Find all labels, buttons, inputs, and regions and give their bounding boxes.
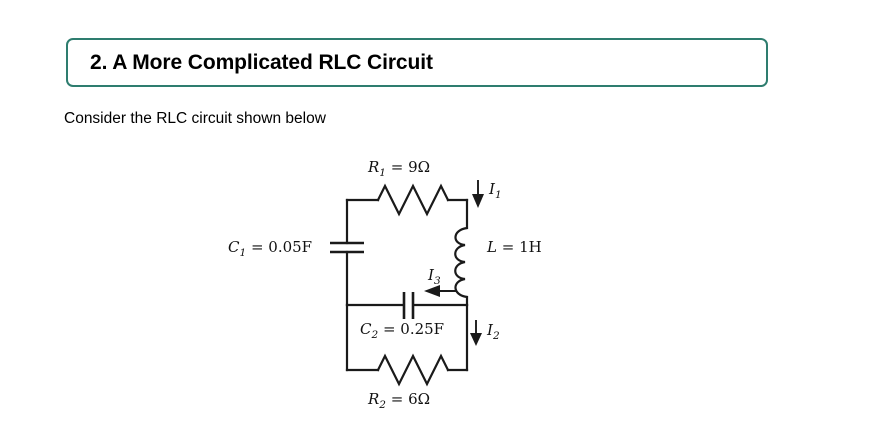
label-i1: I1 [488,180,502,201]
label-i3: I3 [427,266,441,287]
resistor-r2-symbol [376,353,450,387]
resistor-r1-symbol [376,183,450,217]
intro-paragraph: Consider the RLC circuit shown below [64,110,326,127]
label-r2: R2 = 6Ω [367,390,430,411]
section-title-box: 2. A More Complicated RLC Circuit [66,38,768,87]
inductor-l-symbol [454,226,469,299]
current-arrow-i2 [470,320,482,346]
current-arrow-i3 [424,285,457,297]
label-r1: R1 = 9Ω [367,158,430,179]
circuit-diagram: R1 = 9Ω I1 L = 1H C1 = 0.05F [0,148,872,420]
page-title: 2. A More Complicated RLC Circuit [90,50,433,74]
arrow-i3-head [424,285,440,297]
current-arrow-i1 [472,180,484,208]
label-c2: C2 = 0.25F [360,320,444,341]
arrow-i1-head [472,194,484,208]
arrow-i2-head [470,333,482,346]
label-l: L = 1H [486,238,542,256]
label-c1: C1 = 0.05F [228,238,312,259]
label-i2: I2 [486,321,500,342]
